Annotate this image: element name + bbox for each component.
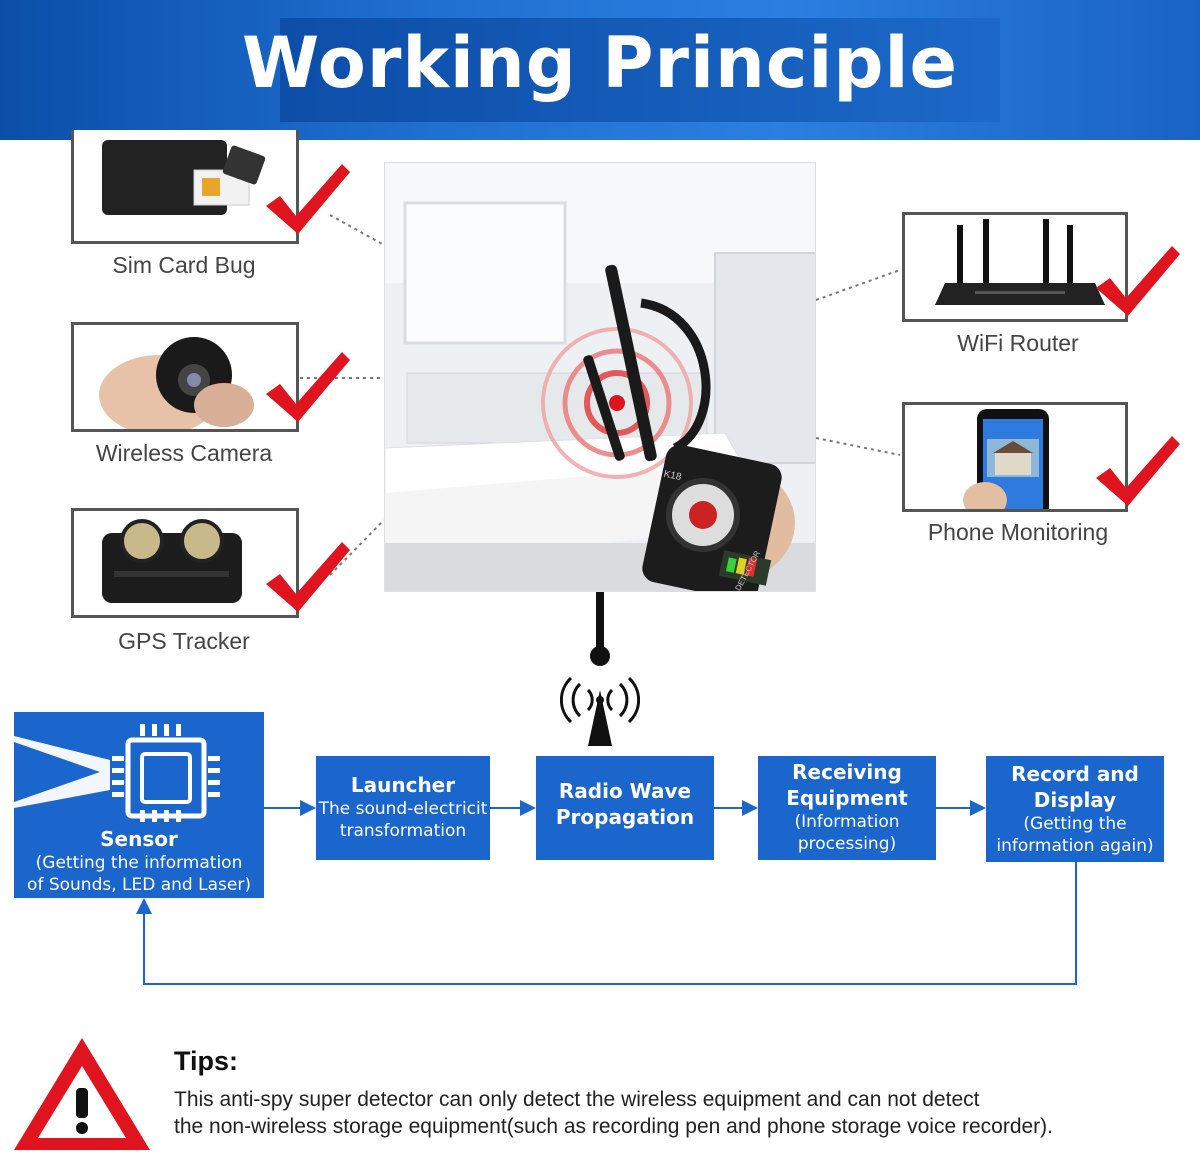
- tips-line-2: the non-wireless storage equipment(such …: [174, 1115, 1054, 1138]
- bedroom-scene-image: K18 RF DETECTOR: [385, 163, 815, 591]
- connector-gps: [329, 519, 385, 576]
- tips-text: This anti-spy super detector can only de…: [174, 1086, 1053, 1140]
- gps-tracker-label: GPS Tracker: [118, 628, 250, 654]
- wifi-router-label: WiFi Router: [957, 330, 1079, 356]
- wireless-camera-label: Wireless Camera: [95, 440, 273, 466]
- radio-wave-box: Radio Wave Propagation: [536, 756, 714, 860]
- check-icon-phone: [1096, 436, 1180, 506]
- launcher-title: Launcher: [350, 773, 456, 797]
- gps-tracker-icon: [102, 519, 242, 603]
- chip-icon: [14, 724, 220, 822]
- receiving-title-2: Equipment: [786, 786, 908, 810]
- launcher-sub-2: transformation: [339, 821, 467, 841]
- receiving-sub-1: (Information: [794, 812, 900, 832]
- sim-card-bug-frame: [71, 130, 299, 244]
- bedroom-detector-photo: K18 RF DETECTOR: [384, 162, 816, 592]
- gps-tracker-frame: [71, 508, 299, 618]
- warning-icon: [14, 1038, 150, 1150]
- wifi-router-frame: [902, 212, 1128, 322]
- radio-title-1: Radio Wave: [558, 779, 692, 803]
- check-icon-gps: [266, 542, 350, 612]
- wireless-camera-icon: [99, 337, 254, 429]
- sensor-title: Sensor: [100, 827, 178, 851]
- phone-monitoring-label: Phone Monitoring: [927, 519, 1109, 545]
- record-title-2: Display: [1033, 788, 1117, 812]
- receiving-title-1: Receiving: [792, 760, 902, 784]
- record-sub-2: information again): [996, 836, 1154, 856]
- sensor-sub-1: (Getting the information: [35, 853, 243, 873]
- page-title: Working Principle: [242, 22, 958, 104]
- record-sub-1: (Getting the: [1023, 814, 1127, 834]
- check-icon-router: [1096, 246, 1180, 316]
- feedback-loop-line: [136, 862, 1077, 985]
- tips-line-1: This anti-spy super detector can only de…: [174, 1088, 980, 1111]
- record-display-box: Record and Display (Getting the informat…: [986, 756, 1164, 862]
- wifi-router-icon: [935, 219, 1105, 305]
- check-icon-camera: [266, 352, 350, 422]
- check-icon-sim: [266, 164, 350, 234]
- antenna-connector-icon: [560, 592, 640, 746]
- connector-phone: [815, 437, 901, 456]
- header-band: [280, 18, 1000, 122]
- device-model-label: K18: [663, 469, 683, 484]
- receiving-box: Receiving Equipment (Information process…: [758, 756, 936, 860]
- wireless-camera-frame: [71, 322, 299, 432]
- sensor-box: Sensor (Getting the information of Sound…: [14, 712, 264, 898]
- phone-monitoring-frame: [902, 402, 1128, 512]
- receiving-sub-2: processing): [797, 834, 897, 854]
- sim-card-bug-icon: [102, 140, 266, 215]
- radio-title-2: Propagation: [555, 805, 695, 829]
- record-title-1: Record and: [1011, 762, 1139, 786]
- header-banner: Working Principle: [0, 0, 1200, 140]
- sensor-sub-2: of Sounds, LED and Laser): [27, 875, 251, 895]
- connector-router: [815, 269, 901, 301]
- phone-monitoring-icon: [963, 409, 1049, 509]
- launcher-box: Launcher The sound-electricit transforma…: [316, 756, 490, 860]
- connector-sim: [329, 214, 385, 246]
- tips-title: Tips:: [174, 1046, 239, 1076]
- sim-card-bug-label: Sim Card Bug: [112, 252, 256, 278]
- launcher-sub-1: The sound-electricit: [318, 799, 488, 819]
